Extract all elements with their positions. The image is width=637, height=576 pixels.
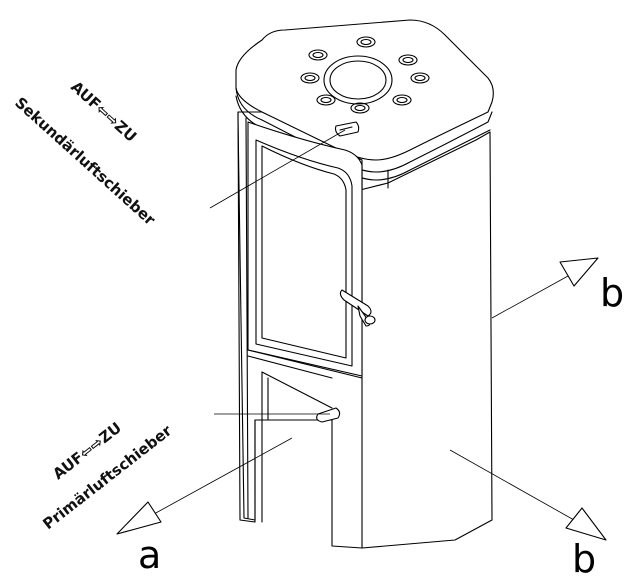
axis-arrow-b-lower (449, 449, 607, 541)
axis-arrow-b-upper (491, 257, 599, 319)
door-handle (339, 289, 376, 327)
secondary-open-close-label: AUF⇦⇨ZU (67, 78, 140, 146)
stove-top-plate (235, 19, 494, 191)
stove-side-panel (359, 131, 493, 549)
door-panel (247, 121, 363, 377)
axis-label-b-upper: b (600, 271, 624, 315)
door-glass (255, 139, 353, 367)
top-holes (300, 36, 430, 114)
secondary-slider-leader (209, 129, 346, 209)
primary-air-slider (316, 407, 341, 423)
leader-lines (209, 129, 346, 415)
top-plate-surface (235, 19, 494, 161)
secondary-slider-label: Sekundärluftschieber (11, 94, 159, 230)
central-flue-ring (323, 55, 393, 105)
axis-label-a: a (138, 533, 161, 576)
axis-arrow-a (116, 437, 293, 535)
axis-label-b-lower: b (572, 537, 596, 576)
stove-door (247, 121, 363, 379)
